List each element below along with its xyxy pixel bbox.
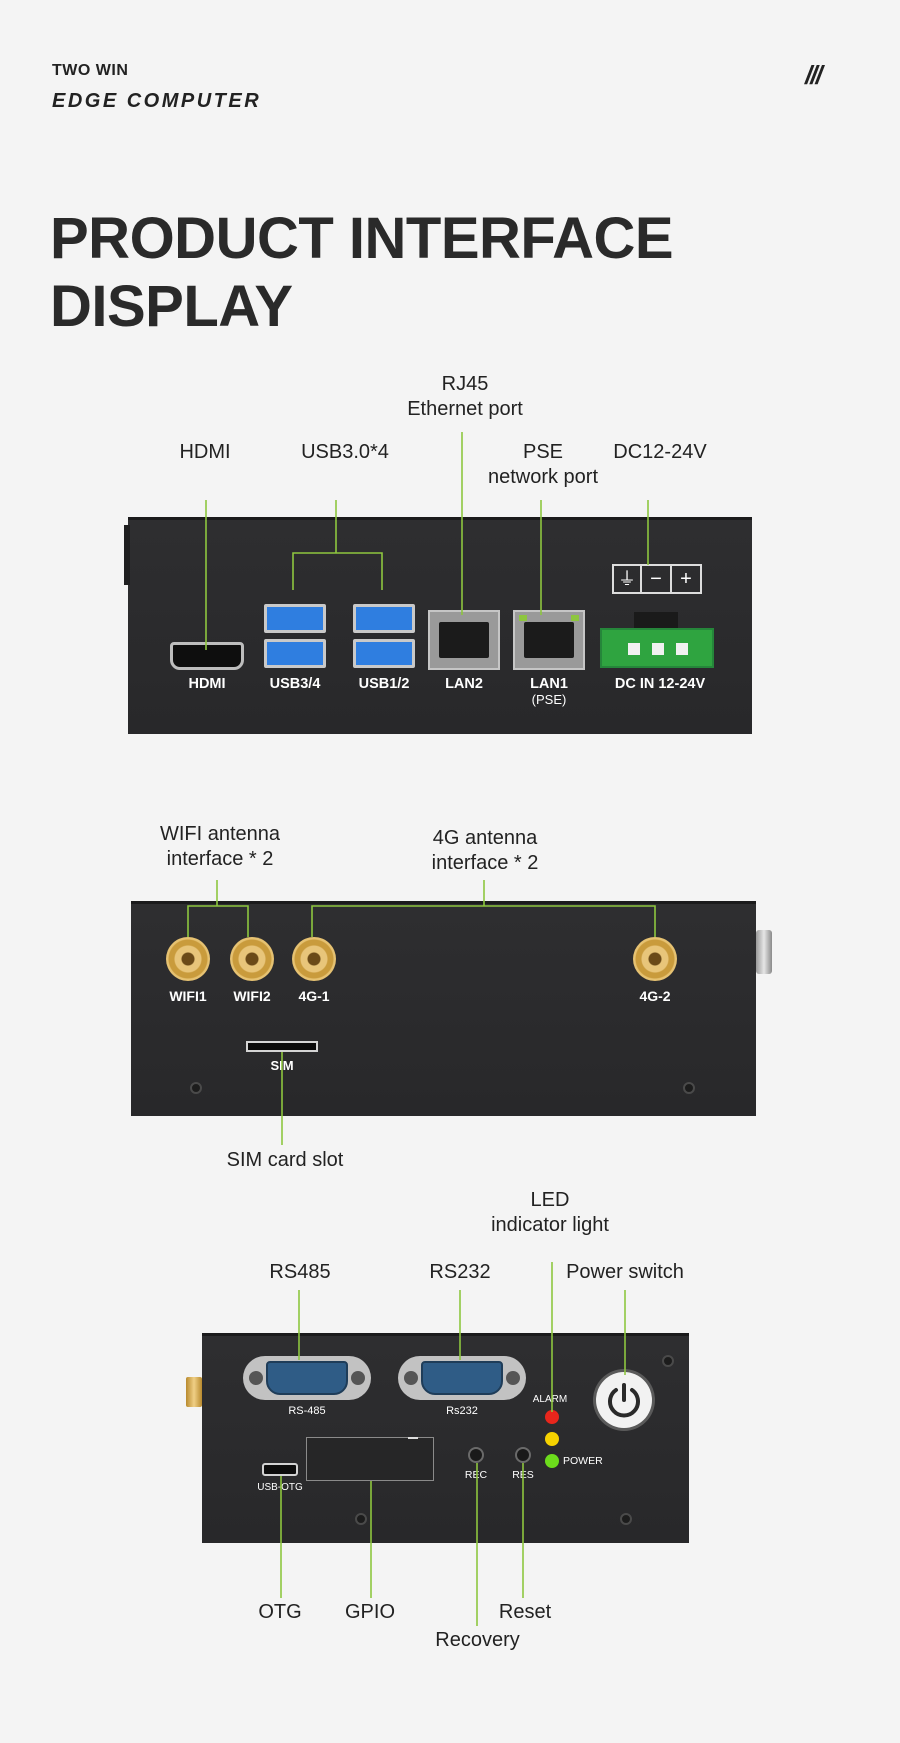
- callout-otg: OTG: [258, 1601, 302, 1623]
- label-dc: DC IN 12-24V: [614, 676, 706, 692]
- label-wifi2: WIFI2: [233, 988, 271, 1004]
- label-usb34: USB3/4: [269, 676, 321, 692]
- callout-pse-line1: PSE: [522, 441, 564, 463]
- callout-recovery: Recovery: [435, 1629, 520, 1651]
- callout-rj45-line2: Ethernet port: [407, 398, 523, 420]
- hdmi-port: [170, 642, 244, 670]
- rs485-connector: [243, 1356, 371, 1400]
- terminal-symbols: ⏚ − +: [612, 564, 702, 594]
- alarm-led: [545, 1410, 559, 1424]
- side-antenna-connector: [186, 1377, 202, 1407]
- label-alarm: ALARM: [532, 1394, 568, 1405]
- callout-led-line2: indicator light: [491, 1214, 609, 1236]
- label-rs485: RS-485: [288, 1405, 326, 1417]
- label-4g2: 4G-2: [639, 988, 671, 1004]
- screw: [662, 1355, 674, 1367]
- minus-icon: −: [642, 564, 672, 594]
- label-lan1-sub: (PSE): [531, 692, 567, 707]
- callout-usb: USB3.0*4: [301, 441, 389, 463]
- rs232-connector: [398, 1356, 526, 1400]
- usb2-port: [353, 604, 415, 633]
- callout-rj45: RJ45 Ethernet port: [405, 372, 525, 422]
- callout-rs232: RS232: [429, 1261, 491, 1283]
- callout-led-line1: LED: [530, 1189, 570, 1211]
- callout-rs485: RS485: [269, 1261, 331, 1283]
- 4g2-antenna-connector: [633, 937, 677, 981]
- side-connector: [756, 930, 772, 974]
- callout-hdmi: HDMI: [179, 441, 231, 463]
- label-power-led: POWER: [563, 1455, 603, 1467]
- callout-wifi: WIFI antenna interface * 2: [150, 822, 290, 872]
- usb34-ports: [264, 604, 326, 670]
- 4g1-antenna-connector: [292, 937, 336, 981]
- brand-mark: ///: [805, 60, 823, 90]
- callout-power-switch: Power switch: [566, 1261, 684, 1283]
- usb12-ports: [353, 604, 415, 670]
- usb3-port: [264, 639, 326, 668]
- ground-icon: ⏚: [612, 564, 642, 594]
- page-title-line2: DISPLAY: [50, 274, 293, 339]
- callout-led: LED indicator light: [470, 1188, 630, 1238]
- callout-gpio: GPIO: [344, 1601, 395, 1623]
- screw: [620, 1513, 632, 1525]
- back-panel: [131, 901, 756, 1116]
- reset-button[interactable]: [515, 1447, 531, 1463]
- label-4g1: 4G-1: [298, 988, 330, 1004]
- callout-4g-line1: 4G antenna: [432, 827, 538, 849]
- lan1-port: [513, 610, 585, 670]
- page-title-line1: PRODUCT INTERFACE: [50, 206, 674, 271]
- gpio-mark: [408, 1437, 418, 1439]
- callout-dc: DC12-24V: [613, 441, 707, 463]
- wifi2-antenna-connector: [230, 937, 274, 981]
- label-lan1-main: LAN1: [530, 676, 568, 692]
- screw: [683, 1082, 695, 1094]
- leader-4g: [311, 880, 656, 937]
- label-wifi1: WIFI1: [169, 988, 207, 1004]
- label-lan2: LAN2: [445, 676, 483, 692]
- label-hdmi: HDMI: [188, 676, 226, 692]
- front-panel-edge: [124, 525, 130, 585]
- screw: [355, 1513, 367, 1525]
- callout-pse: PSE network port: [478, 440, 608, 490]
- callout-rj45-line1: RJ45: [441, 373, 489, 395]
- callout-reset: Reset: [498, 1601, 552, 1623]
- brand-name: TWO WIN: [52, 62, 129, 79]
- label-rs232: Rs232: [446, 1405, 478, 1417]
- wifi1-antenna-connector: [166, 937, 210, 981]
- label-rec: REC: [464, 1469, 488, 1481]
- callout-4g-line2: interface * 2: [431, 852, 539, 874]
- dc-terminal: [600, 628, 714, 668]
- usb4-port: [264, 604, 326, 633]
- screw: [190, 1082, 202, 1094]
- callout-wifi-line2: interface * 2: [166, 848, 274, 870]
- power-led: [545, 1454, 559, 1468]
- plus-icon: +: [672, 564, 702, 594]
- usb-otg-port: [262, 1463, 298, 1476]
- callout-pse-line2: network port: [487, 466, 599, 488]
- leader-usb: [292, 500, 383, 590]
- gpio-header: [306, 1437, 434, 1481]
- page-title: PRODUCT INTERFACE DISPLAY: [50, 205, 674, 341]
- recovery-button[interactable]: [468, 1447, 484, 1463]
- lan2-port: [428, 610, 500, 670]
- label-lan1: LAN1 (PSE): [509, 676, 589, 707]
- usb1-port: [353, 639, 415, 668]
- sim-slot: [246, 1041, 318, 1052]
- label-usb-otg: USB-OTG: [257, 1482, 303, 1493]
- label-usb12: USB1/2: [358, 676, 410, 692]
- brand-subtitle: EDGE COMPUTER: [52, 90, 262, 112]
- callout-4g: 4G antenna interface * 2: [420, 826, 550, 876]
- terminal-top: [634, 612, 678, 630]
- power-switch[interactable]: [596, 1372, 652, 1428]
- callout-wifi-line1: WIFI antenna: [159, 823, 281, 845]
- callout-sim: SIM card slot: [226, 1149, 344, 1171]
- status-led: [545, 1432, 559, 1446]
- leader-wifi: [187, 880, 249, 937]
- power-icon: [608, 1383, 640, 1418]
